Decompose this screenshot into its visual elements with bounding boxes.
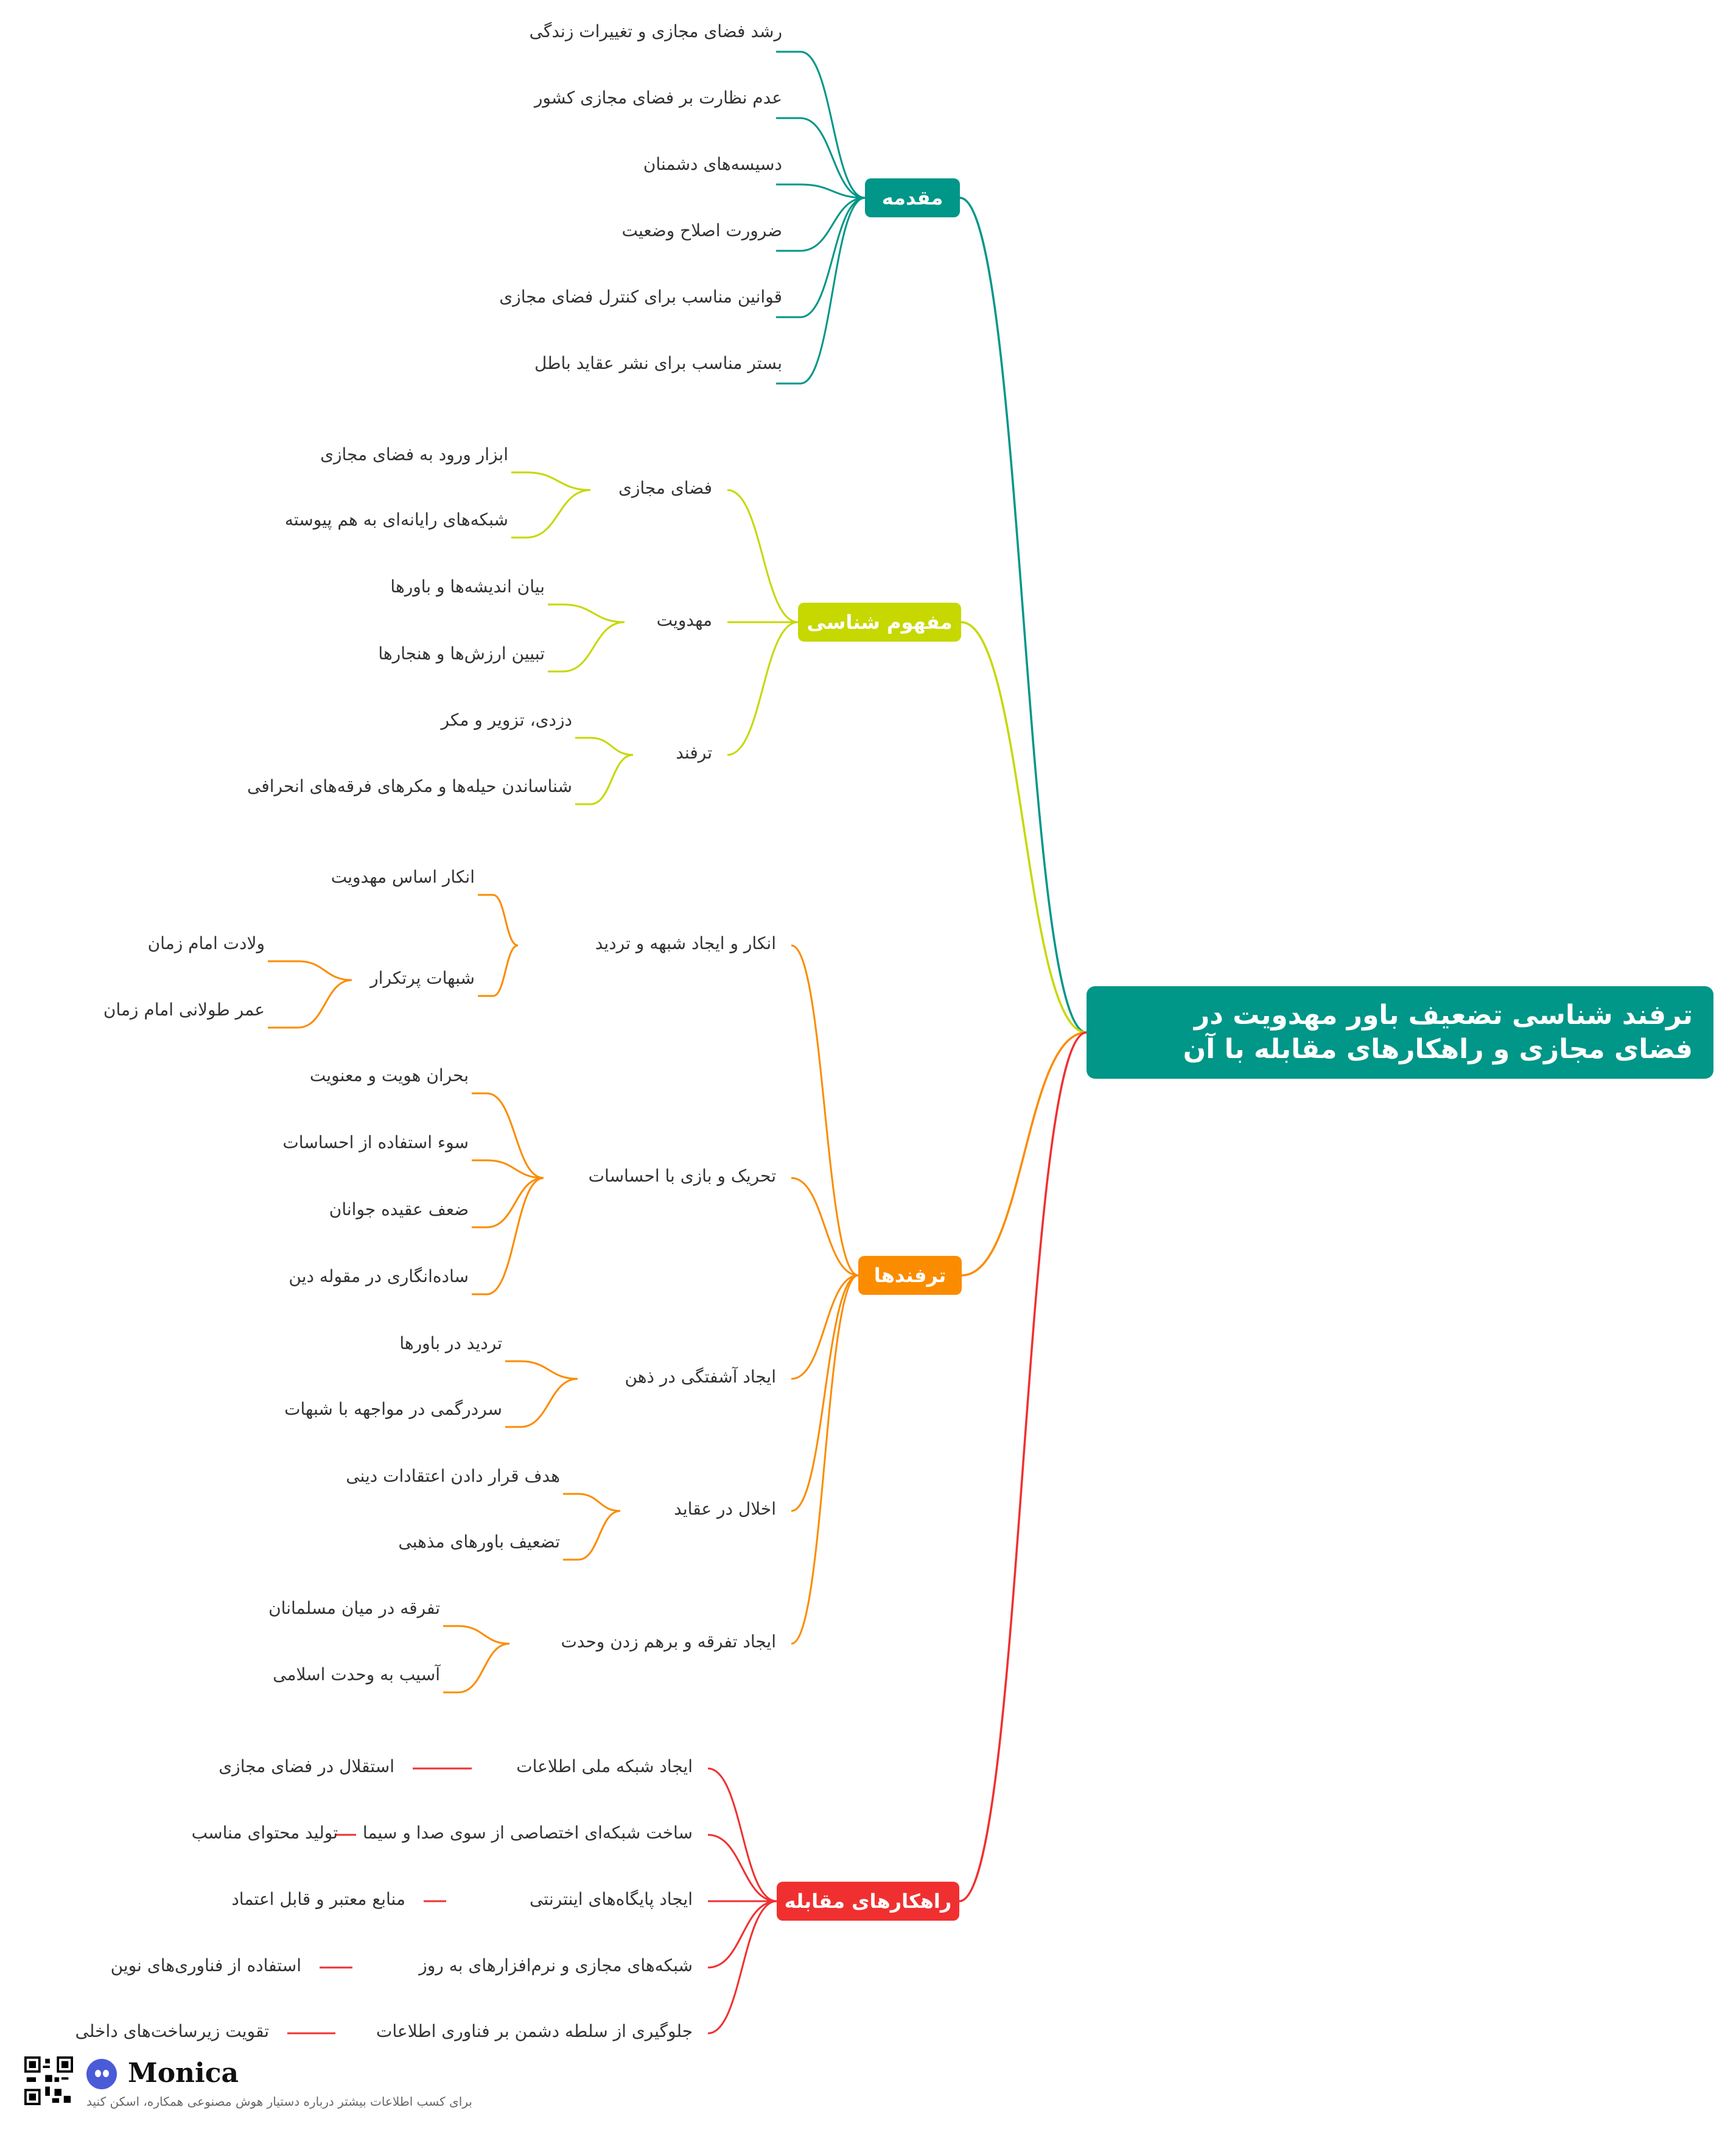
subtopic-1-2-1[interactable]: شناساندن حیله‌ها و مکرهای فرقه‌های انحرا… <box>247 776 572 796</box>
branch-2-link-4 <box>791 1274 859 1645</box>
branch-2-link-1-1 <box>486 1159 544 1179</box>
branch-2-link-0-1 <box>492 944 519 997</box>
subtopic-1-0-0[interactable]: ابزار ورود به فضای مجازی <box>320 444 508 464</box>
subtopic-3-4-0[interactable]: تقویت زیرساخت‌های داخلی <box>75 2021 269 2041</box>
branch-2-link-2-0 <box>520 1360 578 1380</box>
topic-2-4[interactable]: ایجاد تفرقه و برهم زدن وحدت <box>561 1632 776 1652</box>
topic-0-4[interactable]: قوانین مناسب برای کنترل فضای مجازی <box>499 287 782 307</box>
topic-3-1[interactable]: ساخت شبکه‌ای اختصاصی از سوی صدا و سیما <box>362 1823 693 1843</box>
branch-1-link-1-0 <box>562 603 625 623</box>
branch-3-link-0 <box>707 1767 777 1902</box>
topic-2-0[interactable]: انکار و ایجاد شبهه و تردید <box>595 933 776 953</box>
topic-0-3[interactable]: ضرورت اصلاح وضعیت <box>621 220 782 240</box>
topic-1-2[interactable]: ترفند <box>676 743 712 763</box>
brand-name: Monica <box>128 2058 239 2089</box>
subtopic-3-0-0[interactable]: استقلال در فضای مجازی <box>219 1756 394 1776</box>
topic-1-1[interactable]: مهدویت <box>656 610 712 630</box>
subtopic-3-1-0[interactable]: تولید محتوای مناسب <box>191 1823 338 1843</box>
subtopic-1-2-0[interactable]: دزدی، تزویر و مکر <box>441 710 572 730</box>
qr-code-icon <box>24 2056 73 2105</box>
branch-0-link-5 <box>800 197 866 385</box>
branch-1-link-0 <box>727 489 799 623</box>
branch-0-link-2 <box>800 183 866 199</box>
branch-2-link-2 <box>791 1274 859 1380</box>
branch-0[interactable]: مقدمه <box>865 178 960 217</box>
branch-2[interactable]: ترفندها <box>858 1256 962 1295</box>
branch-1[interactable]: مفهوم شناسی <box>798 603 961 642</box>
branch-0-link-4 <box>800 197 866 318</box>
topic-2-3[interactable]: اخلال در عقاید <box>674 1499 776 1519</box>
topic-0-2[interactable]: دسیسه‌های دشمنان <box>643 154 782 174</box>
subtopic-1-1-0[interactable]: بیان اندیشه‌ها و باورها <box>390 577 545 597</box>
branch-2-link-3-1 <box>578 1510 621 1561</box>
branch-3-link-3 <box>707 1900 777 1969</box>
topic-0-0[interactable]: رشد فضای مجازی و تغییرات زندگی <box>529 21 782 41</box>
topic-3-4[interactable]: جلوگیری از سلطه دشمن بر فناوری اطلاعات <box>376 2021 693 2041</box>
branch-0-link-1 <box>800 117 866 199</box>
branch-2-link-1-2 <box>486 1177 544 1228</box>
topic-0-5[interactable]: بستر مناسب برای نشر عقاید باطل <box>534 353 782 373</box>
root-link-2 <box>961 1031 1087 1277</box>
topic-2-2[interactable]: ایجاد آشفتگی در ذهن <box>625 1367 776 1387</box>
subtopic-2-1-3[interactable]: ساده‌انگاری در مقوله دین <box>289 1266 469 1286</box>
root-link-3 <box>959 1031 1087 1902</box>
topic-3-2[interactable]: ایجاد پایگاه‌های اینترنتی <box>530 1889 693 1909</box>
branch-0-link-0 <box>800 51 866 199</box>
root-topic[interactable]: ترفند شناسی تضعیف باور مهدویت در فضای مج… <box>1087 986 1713 1079</box>
subtopic-2-3-0[interactable]: هدف قرار دادن اعتقادات دینی <box>346 1466 560 1486</box>
branch-2-link-1 <box>791 1177 859 1277</box>
leaf-2-0-1-1[interactable]: عمر طولانی امام زمان <box>103 1000 265 1020</box>
footer-caption: برای کسب اطلاعات بیشتر درباره دستیار هوش… <box>86 2094 472 2109</box>
subtopic-2-0-0[interactable]: انکار اساس مهدویت <box>331 867 475 887</box>
branch-2-link-4-1 <box>458 1642 510 1694</box>
root-link-1 <box>961 621 1087 1034</box>
branch-2-link-1-0 <box>486 1092 544 1179</box>
branch-2-link-1-3 <box>486 1177 544 1295</box>
branch-0-link-3 <box>800 197 866 252</box>
branch-1-link-0-0 <box>526 471 591 491</box>
branch-2-link-0 <box>791 944 859 1277</box>
subtopic-2-4-0[interactable]: تفرقه در میان مسلمانان <box>268 1598 440 1618</box>
branch-1-link-2-0 <box>590 737 634 756</box>
topic-1-0[interactable]: فضای مجازی <box>618 478 712 498</box>
subtopic-1-1-1[interactable]: تبیین ارزش‌ها و هنجارها <box>378 643 545 664</box>
branch-3[interactable]: راهکارهای مقابله <box>777 1882 959 1921</box>
root-link-0 <box>959 197 1087 1034</box>
leaf-2-0-1-0[interactable]: ولادت امام زمان <box>147 933 265 953</box>
subtopic-2-1-0[interactable]: بحران هویت و معنویت <box>309 1065 469 1085</box>
branch-1-link-1-1 <box>562 621 625 673</box>
subtopic-2-2-1[interactable]: سردرگمی در مواجهه با شبهات <box>284 1399 502 1419</box>
subtopic-2-4-1[interactable]: آسیب به وحدت اسلامی <box>273 1664 440 1684</box>
subtopic-2-1-2[interactable]: ضعف عقیده جوانان <box>329 1199 469 1219</box>
branch-1-link-2 <box>727 621 799 756</box>
branch-1-link-2-1 <box>590 754 634 805</box>
branch-2-link-3 <box>791 1274 859 1512</box>
topic-3-0[interactable]: ایجاد شبکه ملی اطلاعات <box>516 1756 693 1776</box>
subtopic-2-1-1[interactable]: سوء استفاده از احساسات <box>282 1132 469 1152</box>
branch-2-link-0-1-0 <box>298 960 352 981</box>
subtopic-2-3-1[interactable]: تضعیف باورهای مذهبی <box>398 1532 560 1552</box>
subtopic-3-3-0[interactable]: استفاده از فناوری‌های نوین <box>110 1955 301 1975</box>
branch-2-link-0-1-1 <box>298 979 352 1029</box>
branch-2-link-4-0 <box>458 1625 510 1645</box>
subtopic-3-2-0[interactable]: منابع معتبر و قابل اعتماد <box>231 1889 405 1909</box>
subtopic-2-0-1[interactable]: شبهات پرتکرار <box>370 968 475 988</box>
branch-3-link-4 <box>707 1900 777 2035</box>
branch-2-link-0-0 <box>492 894 519 947</box>
branch-3-link-1 <box>707 1834 777 1902</box>
topic-2-1[interactable]: تحریک و بازی با احساسات <box>588 1166 776 1186</box>
topic-0-1[interactable]: عدم نظارت بر فضای مجازی کشور <box>534 88 782 108</box>
branch-2-link-3-0 <box>578 1493 621 1512</box>
subtopic-2-2-0[interactable]: تردید در باورها <box>399 1333 502 1353</box>
topic-3-3[interactable]: شبکه‌های مجازی و نرم‌افزارهای به روز <box>419 1955 693 1975</box>
branch-2-link-2-1 <box>520 1378 578 1428</box>
monica-logo-icon <box>86 2059 117 2089</box>
branch-1-link-0-1 <box>526 489 591 539</box>
subtopic-1-0-1[interactable]: شبکه‌های رایانه‌ای به هم پیوسته <box>284 510 508 530</box>
